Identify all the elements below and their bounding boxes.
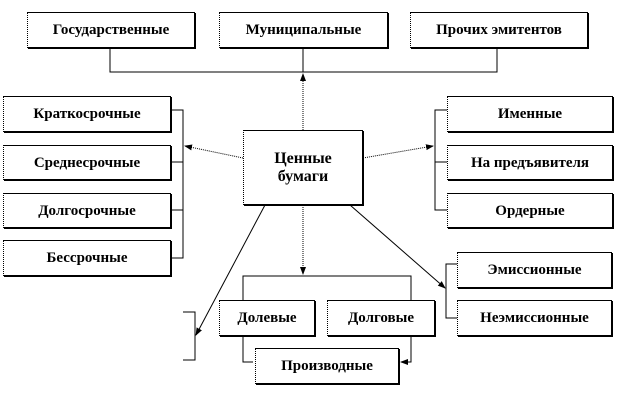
box-equity: Долевые [219, 300, 315, 336]
box-derivatives: Производные [255, 348, 399, 384]
box-debt: Долговые [327, 300, 435, 336]
box-perpetual: Бессрочные [3, 240, 171, 276]
box-order: Ордерные [447, 193, 613, 228]
box-registered: Именные [447, 96, 613, 132]
box-bearer: На предъявителя [447, 145, 613, 180]
box-emission: Эмиссионные [457, 252, 612, 288]
box-medium-term: Среднесрочные [3, 145, 171, 180]
box-short-term: Краткосрочные [3, 96, 171, 132]
box-securities: Ценные бумаги [243, 130, 363, 205]
box-long-term: Долгосрочные [3, 193, 171, 228]
box-state: Государственные [27, 12, 195, 48]
box-non-emission: Неэмиссионные [457, 300, 612, 336]
box-municipal: Муниципальные [219, 12, 388, 48]
box-other-issuers: Прочих эмитентов [410, 12, 588, 48]
